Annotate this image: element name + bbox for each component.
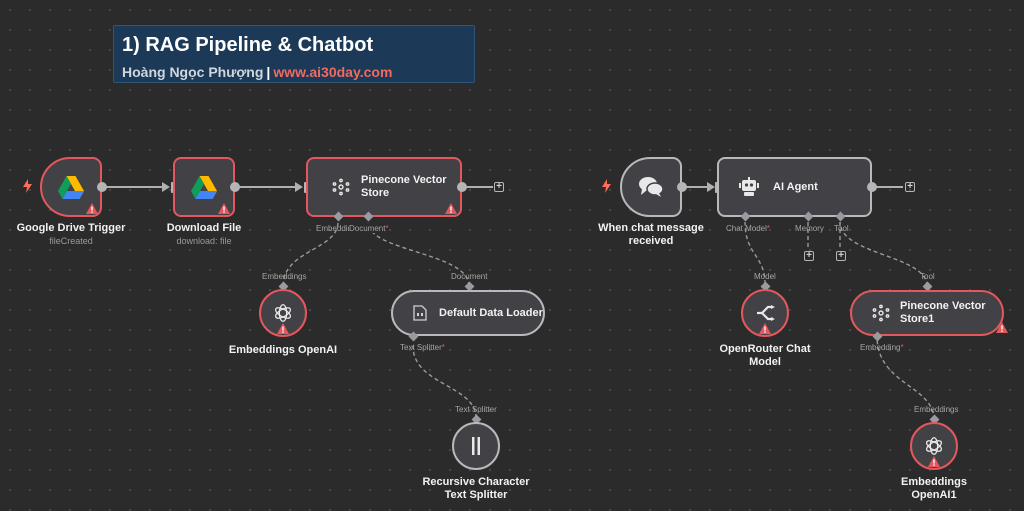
port-label-embedding: Embedding — [316, 224, 356, 233]
title-line-1: Pinecone Vector — [900, 300, 986, 312]
port-label-model: Model — [754, 272, 776, 281]
arrow-pinecone — [295, 182, 303, 192]
node-title: Default Data Loader — [439, 306, 543, 319]
warning-icon — [928, 456, 940, 467]
add-node-button[interactable]: + — [905, 182, 915, 192]
port-embedding-text: Embedding — [316, 224, 357, 233]
title-line-2: Store — [361, 187, 390, 199]
sticky-title: 1) RAG Pipeline & Chatbot — [122, 34, 374, 56]
warning-icon — [86, 203, 98, 214]
document-loader-icon — [413, 305, 427, 321]
node-recursive-character-text-splitter[interactable] — [452, 422, 500, 470]
wire-store1-agent — [839, 221, 928, 287]
port-label-embeddings: Embeddings — [262, 272, 307, 281]
google-drive-icon — [191, 175, 217, 199]
add-memory-button[interactable]: + — [804, 251, 814, 261]
node-default-data-loader[interactable]: Default Data Loader — [391, 290, 545, 336]
required-marker: * — [385, 224, 389, 233]
node-title: Google Drive Trigger — [16, 222, 126, 234]
title-line-2: Model — [749, 356, 781, 368]
title-line-2: Text Splitter — [444, 489, 508, 501]
trigger-bolt-icon — [602, 179, 611, 193]
openrouter-icon — [757, 305, 775, 321]
node-title: Embeddings OpenAI — [228, 344, 338, 356]
node-title: OpenRouter Chat Model — [700, 343, 830, 369]
splitter-icon — [472, 437, 480, 455]
required-marker: * — [441, 343, 445, 352]
warning-icon — [445, 203, 457, 214]
pinecone-icon — [872, 304, 890, 322]
port-label-document: Document* — [349, 224, 389, 233]
node-title: Recursive Character Text Splitter — [405, 476, 547, 502]
port-text-splitter-text: Text Splitter — [400, 343, 442, 352]
warning-icon — [759, 323, 771, 334]
add-tool-button[interactable]: + — [836, 251, 846, 261]
port-label-text-splitter: Text Splitter* — [400, 343, 445, 352]
robot-icon — [739, 177, 759, 196]
google-drive-icon — [58, 175, 84, 199]
wire-splitter-loader — [412, 345, 477, 419]
title-line-1: Embeddings — [900, 476, 967, 488]
wire-embeddings1-store1 — [876, 335, 935, 421]
port-label-splitter-out: Text Splitter — [455, 405, 497, 414]
node-chat-trigger[interactable] — [620, 157, 682, 217]
node-title: Pinecone Vector Store — [361, 174, 447, 200]
title-line-1: Pinecone Vector — [361, 174, 447, 186]
node-pinecone-vector-store[interactable]: Pinecone Vector Store — [306, 157, 462, 217]
port-chat-model-text: Chat Model — [726, 224, 767, 233]
title-line-2: OpenAI1 — [911, 489, 957, 501]
node-pinecone-vector-store1[interactable]: Pinecone Vector Store1 — [850, 290, 1004, 336]
node-subtitle: download: file — [176, 236, 232, 246]
node-title: Download File — [166, 222, 242, 234]
sticky-website-link[interactable]: www.ai30day.com — [273, 64, 393, 80]
title-line-1: OpenRouter Chat — [719, 343, 811, 355]
node-title: Embeddings OpenAI1 — [884, 476, 984, 502]
port-label-embeddings: Embeddings — [914, 405, 959, 414]
port-document-text: Document — [349, 224, 386, 233]
wire-model-agent — [744, 221, 766, 285]
warning-icon — [996, 322, 1008, 333]
sticky-note[interactable]: 1) RAG Pipeline & Chatbot Hoàng Ngọc Phư… — [113, 25, 475, 83]
port-embedding-text: Embedding — [860, 343, 901, 352]
output-handle-chat-trigger[interactable] — [677, 182, 687, 192]
node-ai-agent[interactable]: AI Agent — [717, 157, 872, 217]
required-marker: * — [900, 343, 904, 352]
wire-embeddings-pinecone — [282, 221, 339, 287]
port-label-tool: Tool — [834, 224, 849, 233]
trigger-bolt-icon — [23, 179, 32, 193]
title-line-2: Store1 — [900, 313, 935, 325]
sticky-subtitle: Hoàng Ngọc Phượng|www.ai30day.com — [122, 64, 392, 80]
chat-bubbles-icon — [639, 177, 664, 197]
sticky-author: Hoàng Ngọc Phượng — [122, 64, 264, 80]
warning-icon — [218, 203, 230, 214]
required-marker: * — [766, 224, 771, 233]
port-label-chat-model: Chat Model* — [726, 224, 770, 233]
add-node-button[interactable]: + — [494, 182, 504, 192]
node-title: AI Agent — [773, 180, 818, 193]
port-label-document-in: Document — [451, 272, 488, 281]
openai-icon — [274, 304, 292, 322]
node-title: Pinecone Vector Store1 — [900, 300, 986, 326]
output-handle-ai-agent[interactable] — [867, 182, 877, 192]
output-handle-download-file[interactable] — [230, 182, 240, 192]
output-handle-google-drive-trigger[interactable] — [97, 182, 107, 192]
arrow-download — [162, 182, 170, 192]
warning-icon — [277, 323, 289, 334]
title-line-1: Recursive Character — [422, 476, 530, 488]
pinecone-icon — [332, 178, 350, 196]
title-line-2: received — [628, 235, 674, 247]
arrow-agent — [707, 182, 715, 192]
port-label-memory: Memory — [795, 224, 824, 233]
sticky-separator: | — [266, 64, 271, 80]
port-label-embedding: Embedding* — [860, 343, 904, 352]
node-title: When chat message received — [585, 222, 717, 248]
openai-icon — [925, 437, 943, 455]
node-subtitle: fileCreated — [49, 236, 93, 246]
output-handle-pinecone-store[interactable] — [457, 182, 467, 192]
port-label-tool-out: Tool — [920, 272, 935, 281]
title-line-1: When chat message — [598, 222, 704, 234]
